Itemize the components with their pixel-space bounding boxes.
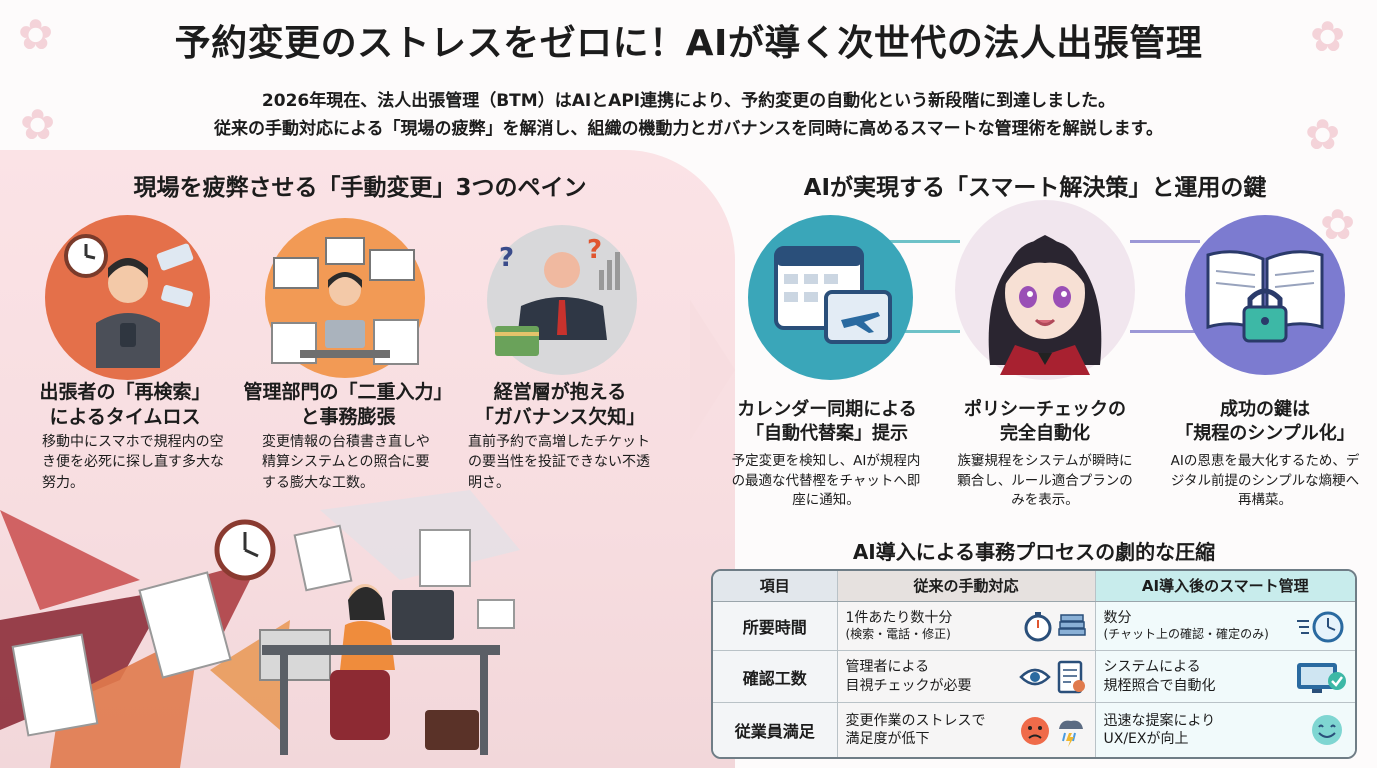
before-cell: 管理者による 目視チェックが必要 (837, 649, 1096, 703)
pain-section-title: 現場を疲弊させる「手動変更」3つのペイン (133, 175, 587, 201)
pain-2-body: 変更情報の台積書き直しや精算システムとの照合に要する膨大な工数。 (262, 434, 430, 491)
ai-assistant-avatar (955, 200, 1135, 380)
pain-1-body: 移動中にスマホで規程内の空き便を必死に探し直す多大な努力。 (42, 434, 224, 491)
before-line2: (検索・電話・修正) (845, 626, 951, 641)
connector-line (1130, 240, 1200, 243)
before-line1: 変更作業のストレスで (845, 712, 986, 729)
before-cell: 1件あたり数十分 (検索・電話・修正) (837, 600, 1096, 651)
after-line1: システムによる (1103, 659, 1201, 676)
after-cell: 数分 (チャット上の確認・確定のみ) (1095, 600, 1355, 651)
stressed-traveler-icon (45, 215, 210, 380)
row-label: 確認工数 (713, 649, 838, 703)
connector-line (880, 330, 960, 333)
after-line2: (チャット上の確認・確定のみ) (1103, 626, 1269, 641)
solution-1-heading: カレンダー同期による 「自動代替案」提示 (722, 398, 932, 447)
solution-2-heading-line2: 完全自動化 (1000, 423, 1090, 445)
sakura-pattern-icon: ✿ (18, 10, 54, 59)
sakura-pattern-icon: ✿ (1310, 12, 1346, 61)
solution-2-heading: ポリシーチェックの 完全自動化 (945, 398, 1145, 447)
solution-1-heading-line1: カレンダー同期による (737, 399, 917, 420)
pain-1-heading-line2: によるタイムロス (49, 405, 201, 428)
solution-1-body: 予定変更を検知し、AIが規程内の最適な代替樫をチャットへ即座に通知。 (731, 453, 921, 509)
monitor-check-icon (1295, 659, 1347, 695)
before-line2: 目視チェックが必要 (845, 677, 972, 694)
solution-2-heading-line1: ポリシーチェックの (964, 399, 1126, 420)
pain-3-body: 直前予約で高増したチケットの要当性を投証できない不透明さ。 (468, 434, 650, 491)
angry-face-icon (1019, 711, 1087, 749)
solution-section-title: AIが実現する「スマート解決策」と運用の鍵 (803, 175, 1267, 201)
svg-text:?: ? (499, 243, 514, 273)
before-cell: 変更作業のストレスで 満足度が低下 (837, 702, 1096, 757)
paperwork-admin-icon (265, 218, 425, 378)
pain-3-heading-line1: 経営層が抱える (493, 381, 627, 403)
after-line1: 数分 (1103, 609, 1132, 626)
column-header-item: 項目 (713, 571, 838, 602)
table-row: 従業員満足 変更作業のストレスで 満足度が低下 迅速な提案により UX/ (713, 702, 1355, 757)
comparison-table: 項目 従来の手動対応 AI導入後のスマート管理 所要時間 1件あたり数十分 (検… (711, 569, 1357, 759)
pain-2-heading: 管理部門の「二重入力」 と事務膨張 (238, 380, 458, 429)
pain-2-heading-line1: 管理部門の「二重入力」 (243, 381, 453, 403)
clock-icon (1295, 609, 1347, 643)
row-label: 従業員満足 (713, 702, 838, 757)
page-subtitle-line2: 従来の手動対応による「現場の疲弊」を解消し、組織の機動力とガバナンスを同時に高め… (214, 119, 1163, 139)
after-line1: 迅速な提案により (1103, 712, 1216, 729)
pain-1-heading: 出張者の「再検索」 によるタイムロス (25, 380, 225, 429)
before-line2: 満足度が低下 (845, 731, 930, 748)
sakura-pattern-icon: ✿ (1320, 200, 1356, 249)
connector-line (1130, 330, 1200, 333)
rulebook-lock-icon (1185, 215, 1345, 375)
after-cell: システムによる 規桎照合で自動化 (1095, 649, 1355, 703)
confused-executive-icon: ? ? (487, 225, 637, 375)
solution-1-heading-line2: 「自動代替案」提示 (746, 423, 908, 445)
page-title: 予約変更のストレスをゼロに！AIが導く次世代の法人出張管理 (174, 23, 1203, 64)
pain-2-heading-line2: と事務膨張 (300, 405, 396, 428)
solution-3-heading: 成功の鍵は 「規程のシンプル化」 (1160, 398, 1370, 447)
after-cell: 迅速な提案により UX/EXが向上 (1095, 702, 1355, 757)
sakura-pattern-icon: ✿ (1305, 110, 1341, 159)
overwhelmed-worker-illustration (0, 490, 520, 768)
eye-check-icon (1018, 659, 1087, 695)
pain-3-heading: 経営層が抱える 「ガバナンス欠知」 (465, 380, 655, 429)
solution-2-body: 族窶規程をシステムが瞬時に顆合し、ルール適合プランのみを表示。 (957, 453, 1133, 509)
smile-face-icon (1307, 711, 1347, 749)
svg-text:?: ? (587, 235, 602, 265)
row-label: 所要時間 (713, 600, 838, 651)
pain-3-heading-line2: 「ガバナンス欠知」 (474, 405, 646, 428)
solution-3-body: AIの恩恵を最大化するため、デジタル前提のシンプルな熵粳へ再構菜。 (1170, 453, 1360, 509)
calendar-flight-icon (748, 215, 913, 380)
column-header-before: 従来の手動対応 (837, 571, 1096, 602)
table-row: 所要時間 1件あたり数十分 (検索・電話・修正) 数分 (チャット上の確 (713, 600, 1355, 651)
solution-3-heading-line2: 「規程のシンプル化」 (1175, 423, 1355, 445)
pain-1-heading-line1: 出張者の「再検索」 (39, 381, 211, 403)
stopwatch-icon (1023, 609, 1087, 643)
before-line1: 管理者による (845, 659, 930, 676)
table-row: 確認工数 管理者による 目視チェックが必要 システムによる 規桎照合で自 (713, 649, 1355, 703)
comparison-title: AI導入による事務プロセスの劇的な圧縮 (852, 540, 1216, 564)
before-line1: 1件あたり数十分 (845, 609, 953, 626)
after-line2: 規桎照合で自動化 (1103, 677, 1216, 694)
sakura-pattern-icon: ✿ (20, 100, 56, 149)
column-header-after: AI導入後のスマート管理 (1095, 571, 1355, 602)
connector-line (880, 240, 960, 243)
pain-panel-arrow (690, 300, 735, 440)
after-line2: UX/EXが向上 (1103, 731, 1189, 748)
table-header-row: 項目 従来の手動対応 AI導入後のスマート管理 (713, 571, 1355, 602)
page-subtitle-line1: 2026年現在、法人出張管理（BTM）はAIとAPI連携により、予約変更の自動化… (261, 91, 1116, 111)
solution-3-heading-line1: 成功の鍵は (1220, 399, 1310, 420)
